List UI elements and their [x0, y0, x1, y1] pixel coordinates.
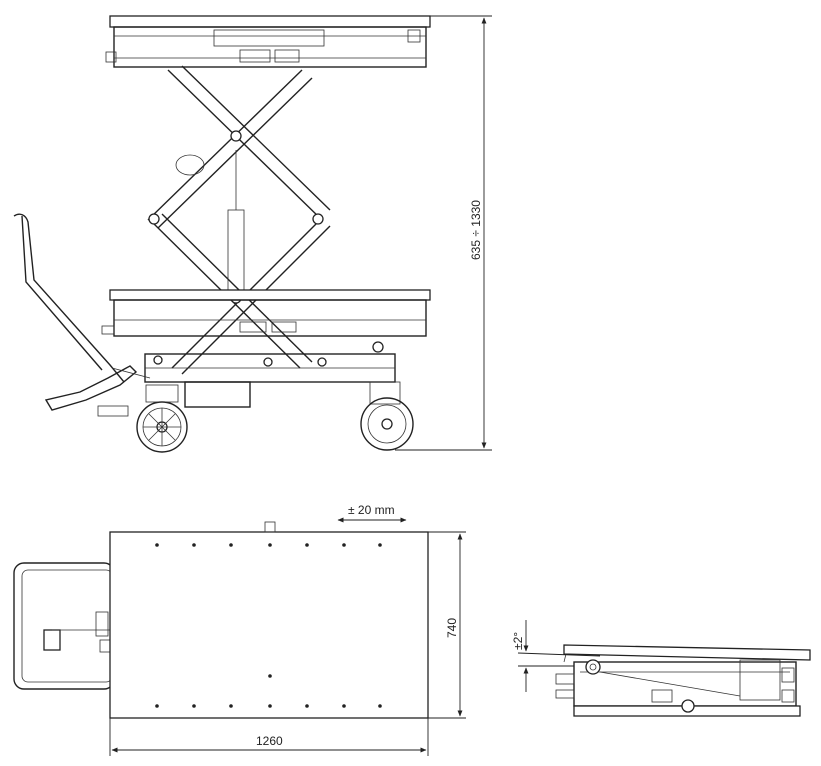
- mounting-holes: [155, 543, 382, 708]
- foot-pedal: [44, 365, 151, 417]
- scissor-mechanism: [147, 65, 331, 375]
- top-platform: [105, 15, 431, 68]
- width-label: 740: [445, 618, 459, 638]
- tilt-detail-view: ±2°: [511, 620, 811, 717]
- rear-wheel: [360, 381, 414, 451]
- tilt-frame: [573, 661, 797, 707]
- top-plan-view: ± 20 mm 740 1260: [13, 503, 466, 756]
- tilt-dimension: ±2°: [511, 620, 601, 692]
- side-elevation-view: 635 ÷ 1330: [13, 15, 492, 453]
- platform-outline: [109, 531, 429, 719]
- length-dimension: 1260: [109, 718, 429, 756]
- height-range-label: 635 ÷ 1330: [469, 200, 483, 260]
- front-wheel: [136, 384, 188, 453]
- length-label: 1260: [256, 734, 283, 748]
- tilt-label: ±2°: [511, 632, 525, 650]
- lower-base: [101, 289, 431, 408]
- pedal-block: [43, 629, 61, 651]
- handle-outline: [13, 562, 115, 690]
- push-handle: [13, 213, 125, 383]
- width-dimension: 740: [428, 531, 466, 719]
- shift-dimension: ± 20 mm: [337, 503, 407, 523]
- tilted-plate: [563, 644, 811, 661]
- shift-label: ± 20 mm: [348, 503, 395, 517]
- height-dimension: 635 ÷ 1330: [395, 15, 492, 451]
